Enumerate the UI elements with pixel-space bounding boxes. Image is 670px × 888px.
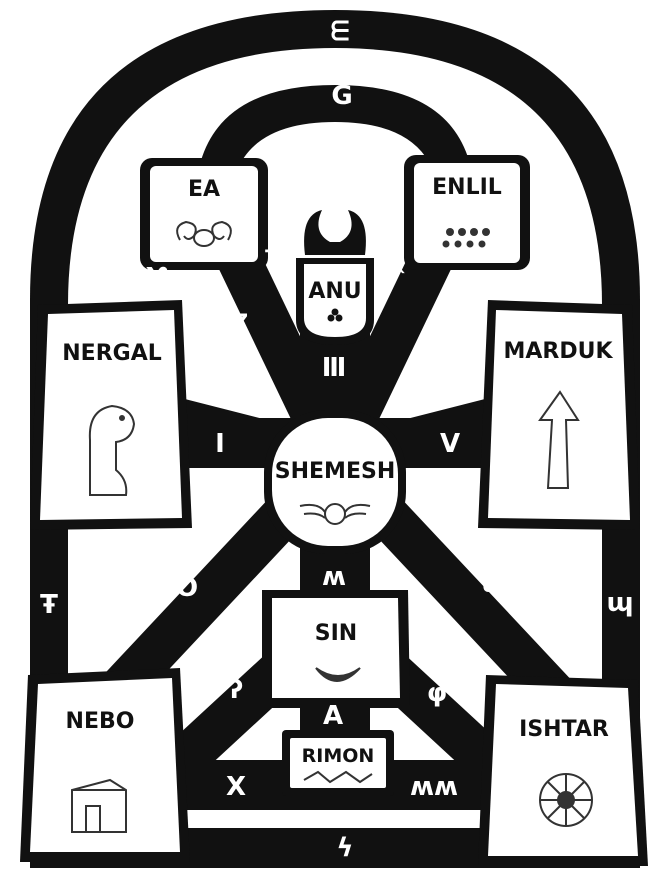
node-nebo-label: NEBO: [66, 709, 135, 734]
glyph-bottom-right: ʍʍ: [410, 772, 458, 802]
glyph-upper-left-diag: ㄱ: [261, 243, 285, 273]
crescent-icon: [315, 667, 361, 682]
glyph-left-lower-diag: O: [176, 573, 198, 603]
star-icon: [539, 773, 593, 827]
node-shemesh[interactable]: SHEMESH: [264, 410, 406, 554]
node-ea[interactable]: EA: [140, 158, 268, 270]
glyph-shemesh-sin: ʍ: [322, 562, 346, 592]
node-ishtar-label: ISHTAR: [519, 717, 609, 742]
glyph-ladder: Ⅲ: [322, 353, 347, 383]
glyph-bottom-center: ϟ: [336, 833, 353, 863]
glyph-right-sin: φ: [427, 678, 447, 708]
node-rimon-label: RIMON: [302, 745, 375, 767]
node-anu[interactable]: ANU: [296, 258, 374, 345]
node-enlil-label: ENLIL: [432, 175, 502, 200]
node-shemesh-label: SHEMESH: [275, 459, 395, 484]
glyph-right-of-enlil: Δ: [504, 269, 524, 299]
lion-icon: [88, 404, 136, 496]
node-nergal[interactable]: NERGAL: [30, 300, 192, 530]
lightning-icon: [303, 770, 373, 784]
glyph-left-of-anu: Ƴ: [146, 263, 168, 293]
path-glyphs: ᗴ G ㄱ ᛸ Ƴ Δ Ꮓ ⊕ Ⅲ I V O ʍ ɩ Ŧ ɰ ʔ φ A X …: [40, 17, 633, 863]
temple-icon: [71, 778, 127, 833]
anu-horns-icon: [304, 210, 366, 255]
node-sin-label: SIN: [315, 621, 357, 646]
glyph-right-bar: V: [440, 429, 460, 459]
glyph-sin-rimon: A: [323, 701, 343, 731]
spade-icon: [538, 390, 580, 489]
glyph-right-outer-side: ɰ: [606, 588, 633, 618]
glyph-upper-right-diag: ᛸ: [389, 247, 405, 277]
glyph-right-circle: ⊕: [423, 310, 445, 340]
trefoil-icon: [327, 308, 343, 322]
glyph-left-bar: I: [215, 429, 225, 459]
node-nergal-label: NERGAL: [62, 341, 161, 366]
ram-icon: [176, 220, 232, 247]
stars-icon: [442, 228, 490, 248]
node-marduk[interactable]: MARDUK: [478, 300, 640, 530]
winged-sun-icon: [299, 503, 371, 525]
glyph-left-sin: ʔ: [229, 675, 244, 705]
glyph-top-inner: G: [331, 81, 352, 111]
node-ishtar[interactable]: ISHTAR: [478, 675, 648, 866]
glyph-left-outer-side: Ŧ: [40, 590, 58, 620]
inner-arch: [195, 85, 475, 240]
floor-gap: [190, 812, 480, 826]
node-enlil[interactable]: ENLIL: [404, 155, 530, 270]
glyph-right-lower-diag: ɩ: [481, 569, 492, 599]
node-sin[interactable]: SIN: [262, 590, 410, 708]
node-rimon[interactable]: RIMON: [282, 730, 394, 796]
node-ea-label: EA: [188, 177, 220, 202]
glyph-top-outer: ᗴ: [331, 17, 350, 47]
glyph-left-diag-mid: Ꮓ: [231, 310, 248, 340]
node-anu-label: ANU: [308, 279, 361, 304]
node-nebo[interactable]: NEBO: [20, 668, 190, 862]
glyph-bottom-left: X: [226, 772, 246, 802]
node-marduk-label: MARDUK: [503, 339, 613, 364]
